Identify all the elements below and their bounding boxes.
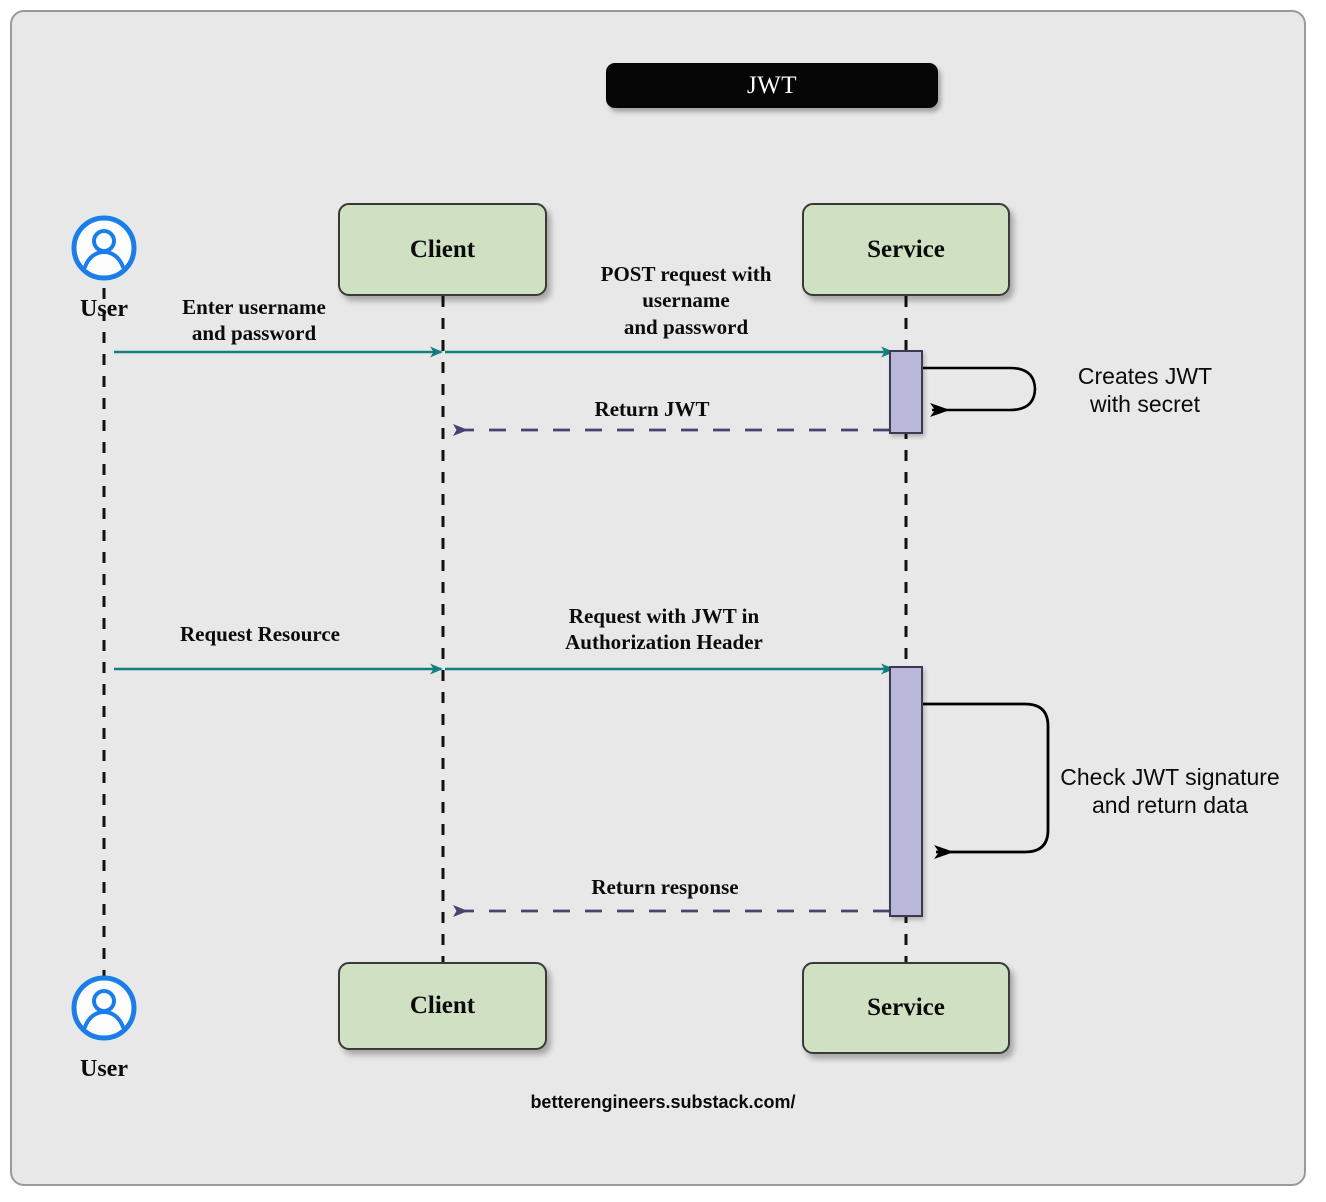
message-label-m2: POST request with username and password — [600, 262, 772, 339]
participant-box-service-top[interactable]: Service — [802, 203, 1010, 296]
participant-box-client-top[interactable]: Client — [338, 203, 547, 296]
user-avatar-icon-bottom — [71, 975, 137, 1041]
diagram-panel — [10, 10, 1306, 1186]
activation-bar-service-1 — [889, 350, 923, 434]
message-label-m1: Enter username and password — [182, 295, 326, 346]
message-label-m4: Request Resource — [179, 622, 340, 646]
activation-bar-service-2 — [889, 666, 923, 917]
self-message-label-s2: Check JWT signature and return data — [1060, 764, 1280, 818]
participant-box-service-bottom[interactable]: Service — [802, 962, 1010, 1054]
participant-label-user-top: User — [80, 296, 128, 322]
participant-label-user-bottom: User — [80, 1056, 128, 1082]
footer-attribution: betterengineers.substack.com/ — [530, 1092, 796, 1112]
self-message-label-s1: Creates JWT with secret — [1077, 363, 1213, 417]
participant-box-client-bottom[interactable]: Client — [338, 962, 547, 1050]
message-label-m5: Request with JWT in Authorization Header — [565, 604, 763, 655]
message-label-m6: Return response — [591, 875, 739, 899]
message-label-m3: Return JWT — [594, 397, 710, 421]
diagram-title: JWT — [606, 63, 938, 108]
user-avatar-icon — [71, 215, 137, 281]
